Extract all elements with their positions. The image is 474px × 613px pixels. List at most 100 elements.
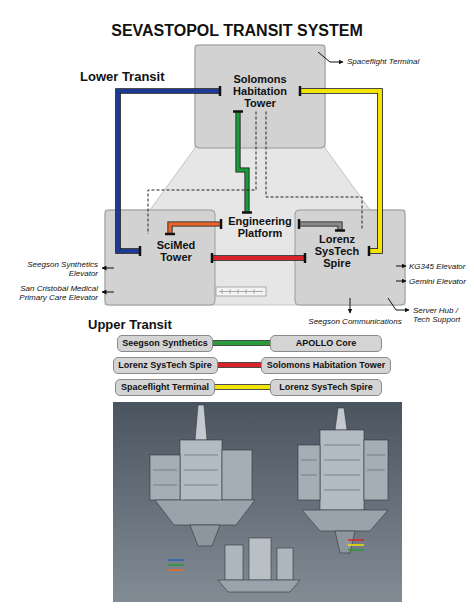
- transit-line: [218, 365, 262, 366]
- logo-mark: [216, 287, 266, 296]
- node-text: Lorenz SysTech Spire: [307, 233, 367, 270]
- window-lines: [153, 445, 385, 500]
- callout-label: Seegson Synthetics Elevator: [8, 260, 98, 278]
- transit-stop: Engineering Platform: [221, 213, 299, 242]
- color-mark: [348, 539, 364, 541]
- end-bar: [242, 211, 252, 214]
- callout-label: Spaceflight Terminal: [347, 57, 419, 66]
- section-heading: Lower Transit: [80, 70, 165, 85]
- illustration-ground: [113, 402, 402, 602]
- callout-label: Server Hub / Tech Support: [413, 306, 469, 324]
- logo-frame: [216, 287, 266, 296]
- leader-line: [318, 52, 343, 62]
- node-text: SciMed Tower: [142, 239, 210, 264]
- transit-line: [215, 387, 270, 388]
- transit-line: [118, 86, 220, 256]
- pod-block: [277, 548, 293, 580]
- logo-stripes: [219, 289, 263, 294]
- end-bar: [139, 246, 142, 256]
- leader-line: [350, 298, 351, 313]
- tower-base: [155, 500, 255, 525]
- line-outline: [170, 224, 221, 234]
- tower-base: [302, 510, 388, 531]
- transit-stop: SciMed Tower: [140, 234, 212, 268]
- route-box: Seegson Synthetics: [117, 335, 213, 352]
- line-stroke: [170, 224, 221, 234]
- tower-wing: [222, 450, 252, 500]
- tower-body: [320, 430, 364, 510]
- end-bar: [299, 86, 302, 96]
- line-outline: [212, 255, 305, 261]
- line-stroke: [238, 112, 247, 213]
- transit-line: [299, 219, 345, 231]
- line-outline: [299, 224, 340, 231]
- transit-stop: Solomons Habitation Tower: [220, 71, 300, 112]
- color-mark: [168, 569, 184, 571]
- section-heading: Upper Transit: [88, 318, 172, 333]
- color-mark: [348, 549, 364, 551]
- node-text: Solomons Habitation Tower: [222, 73, 298, 110]
- transit-line: [165, 219, 221, 234]
- color-mark: [348, 544, 364, 546]
- tower-spire: [195, 405, 207, 440]
- line-stroke: [118, 91, 220, 251]
- end-bar: [219, 86, 222, 96]
- tower-wing: [150, 455, 180, 500]
- transit-stop: Lorenz SysTech Spire: [305, 231, 369, 272]
- transit-line: [212, 253, 305, 263]
- color-mark: [168, 564, 184, 566]
- line-stroke: [300, 91, 380, 251]
- line-outline: [213, 340, 270, 346]
- line-stroke: [218, 363, 262, 367]
- tower-body: [180, 440, 222, 510]
- tower-spire: [335, 408, 347, 430]
- diagram-title: SEVASTOPOL TRANSIT SYSTEM: [0, 22, 474, 40]
- end-bar: [304, 253, 307, 263]
- node-text: APOLLO Core: [275, 338, 377, 348]
- node-text: Engineering Platform: [223, 215, 297, 240]
- route-box: Spaceflight Terminal: [115, 379, 215, 396]
- leader-line: [396, 281, 406, 282]
- leader-line: [102, 268, 114, 269]
- callout-label: Gemini Elevator: [409, 277, 466, 286]
- line-stroke: [215, 385, 270, 389]
- transit-line: [213, 343, 270, 344]
- line-outline: [238, 112, 247, 213]
- line-outline: [215, 384, 270, 390]
- end-bar: [211, 253, 214, 263]
- line-stroke: [213, 341, 270, 345]
- route-box: Solomons Habitation Tower: [261, 357, 391, 374]
- pod-base: [218, 580, 300, 592]
- end-bar: [165, 233, 175, 236]
- leader-line: [102, 292, 114, 293]
- end-bar: [298, 219, 301, 229]
- node-text: Solomons Habitation Tower: [266, 360, 386, 370]
- end-bar: [220, 219, 223, 229]
- leader-line: [396, 266, 406, 267]
- transit-line: [300, 86, 380, 256]
- transit-line: [266, 112, 362, 231]
- end-bar: [368, 246, 371, 256]
- callout-label: San Cristobal Medical Primary Care Eleva…: [8, 284, 98, 302]
- tower-underhang: [190, 525, 220, 546]
- transit-line: [233, 112, 252, 213]
- line-stroke: [266, 112, 362, 231]
- route-box: APOLLO Core: [270, 335, 382, 352]
- station-illustration: [113, 402, 402, 602]
- callout-label: Seegson Communications: [305, 317, 405, 326]
- region-box: [295, 210, 405, 305]
- tower-wing: [298, 445, 320, 500]
- node-text: Seegson Synthetics: [122, 338, 208, 348]
- region-box: [195, 45, 325, 148]
- line-outline: [300, 91, 380, 251]
- line-outline: [218, 362, 262, 368]
- callout-label: KG345 Elevator: [409, 262, 465, 271]
- route-box: Lorenz SysTech Spire: [113, 357, 218, 374]
- end-bar: [335, 229, 345, 232]
- pod-block: [249, 538, 271, 580]
- leader-line: [388, 298, 409, 310]
- route-box: Lorenz SysTech Spire: [270, 379, 382, 396]
- color-mark: [168, 559, 184, 561]
- pod-block: [225, 545, 243, 580]
- line-stroke: [212, 256, 305, 260]
